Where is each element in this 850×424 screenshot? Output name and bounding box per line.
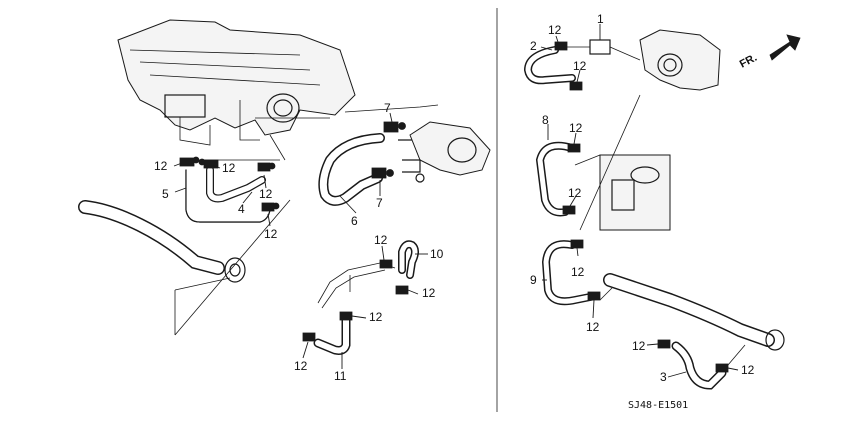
clamp-12 <box>257 162 276 172</box>
callout-9: 9 <box>530 273 537 287</box>
callout-11: 11 <box>334 369 347 383</box>
callout-7: 7 <box>384 101 391 115</box>
clamp-12 <box>587 291 601 301</box>
bypass-tube <box>317 262 396 309</box>
water-pipe-left <box>78 199 291 336</box>
clamp-12 <box>395 285 409 295</box>
callout-12: 12 <box>374 233 388 247</box>
front-direction-arrow: FR. <box>738 34 801 71</box>
intake-manifold-assembly <box>117 19 356 146</box>
callout-8: 8 <box>542 113 549 127</box>
reference-line <box>255 104 439 119</box>
callout-12: 12 <box>569 121 583 135</box>
diagram-code: SJ48-E1501 <box>628 400 688 411</box>
callout-6: 6 <box>351 214 358 228</box>
callout-5: 5 <box>162 187 169 201</box>
clamp-7 <box>371 167 394 179</box>
callout-12: 12 <box>422 286 436 300</box>
callout-12: 12 <box>259 187 273 201</box>
callout-3: 3 <box>660 370 667 384</box>
clamp-12 <box>379 259 393 269</box>
water-pipe-right <box>599 273 785 351</box>
callout-12: 12 <box>154 159 168 173</box>
callout-1: 1 <box>597 12 604 26</box>
callout-12: 12 <box>586 320 600 334</box>
clamp-12 <box>570 239 584 249</box>
callout-12: 12 <box>632 339 646 353</box>
thermostat-housing <box>398 121 491 183</box>
clamp-7 <box>383 121 406 133</box>
callout-4: 4 <box>238 202 245 216</box>
callout-12: 12 <box>571 265 585 279</box>
callout-2: 2 <box>530 39 537 53</box>
control-unit <box>574 94 671 231</box>
clamp-12 <box>302 332 316 342</box>
callout-12: 12 <box>741 363 755 377</box>
callout-12: 12 <box>548 23 562 37</box>
clamp-12 <box>198 158 219 169</box>
callout-7: 7 <box>376 196 383 210</box>
callout-12: 12 <box>573 59 587 73</box>
clamp-12 <box>261 202 280 212</box>
clamp-12 <box>339 311 353 321</box>
callout-12: 12 <box>369 310 383 324</box>
callout-12: 12 <box>264 227 278 241</box>
hose-10 <box>398 240 419 279</box>
callout-12: 12 <box>222 161 236 175</box>
direction-label: FR. <box>738 52 759 71</box>
throttle-body <box>639 29 721 91</box>
callout-12: 12 <box>568 186 582 200</box>
clamp-12 <box>562 205 576 215</box>
hose-2 <box>523 46 576 85</box>
callout-12: 12 <box>294 359 308 373</box>
clamp-12 <box>179 156 200 167</box>
clamp-12 <box>554 41 568 51</box>
clamp-12 <box>715 363 729 373</box>
callout-10: 10 <box>430 247 444 261</box>
reference-line <box>180 134 286 161</box>
clamp-12 <box>567 143 581 153</box>
clamp-12 <box>657 339 671 349</box>
clamp-12 <box>569 81 583 91</box>
callout-labels: 12 12 5 4 12 12 7 7 6 12 10 12 12 12 11 … <box>154 12 755 384</box>
leader-lines <box>173 24 739 378</box>
valve-1 <box>565 39 641 61</box>
